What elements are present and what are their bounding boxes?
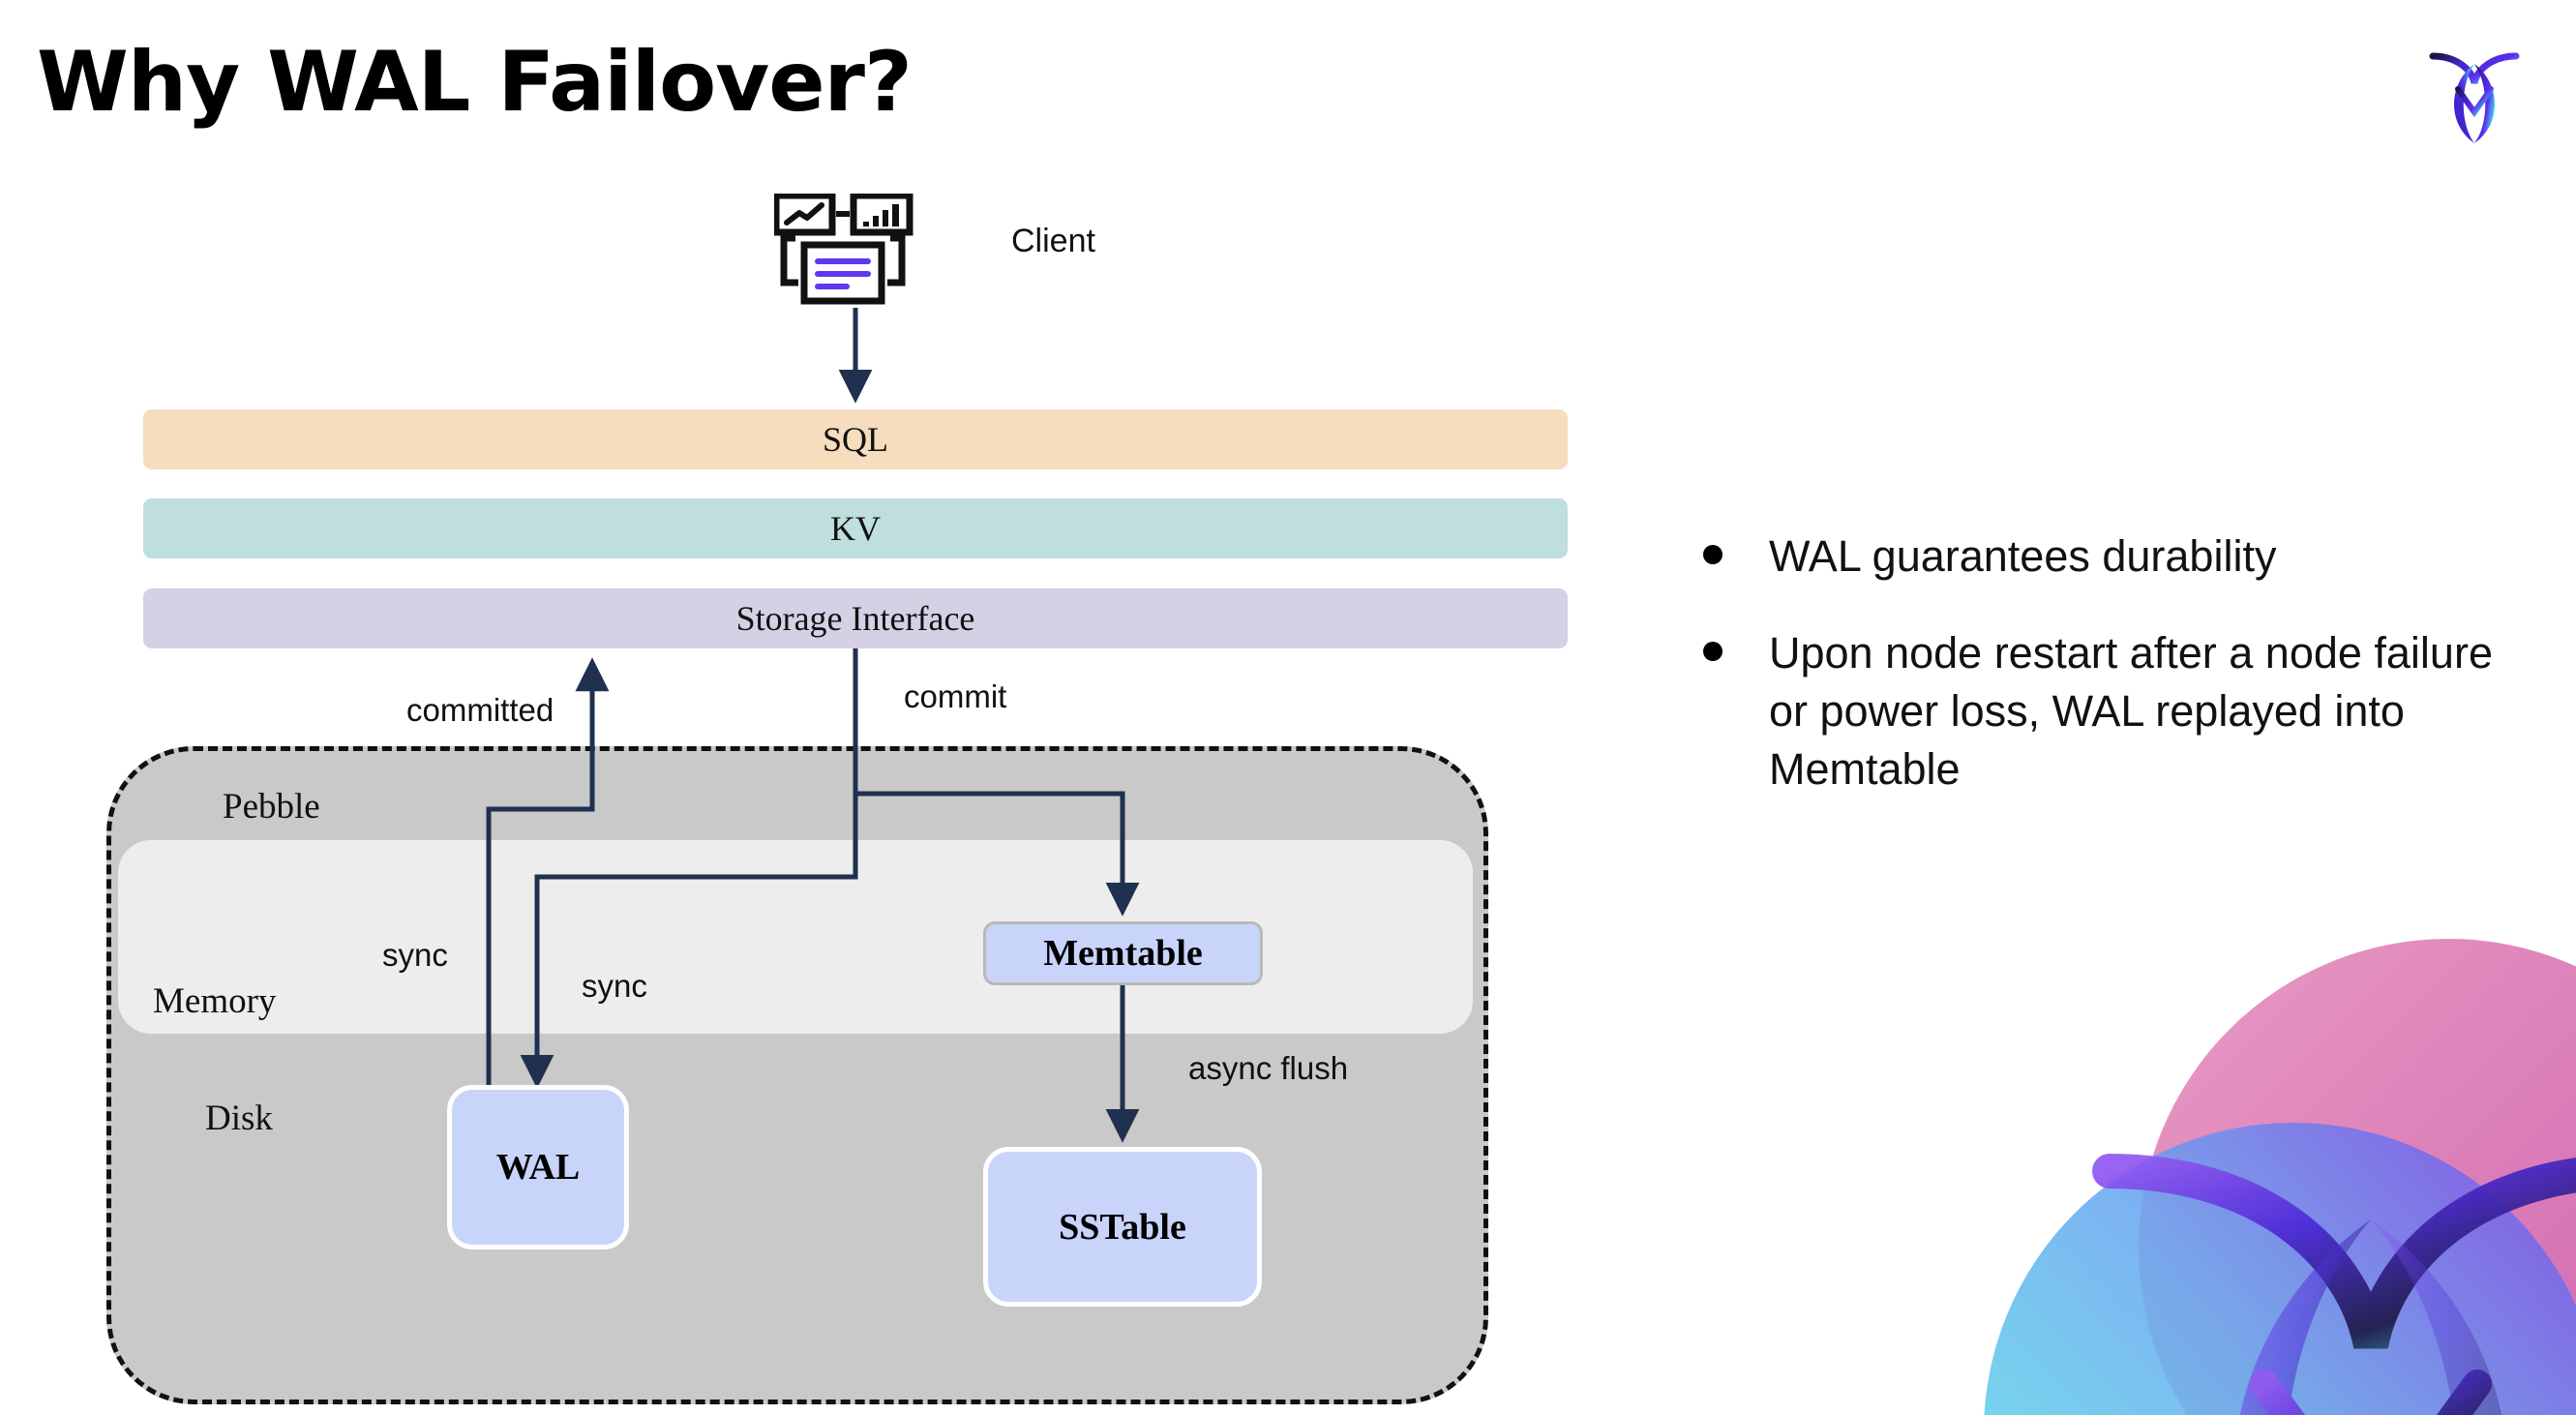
list-item: Upon node restart after a node failure o…: [1703, 624, 2506, 798]
disk-label: Disk: [205, 1099, 273, 1138]
memory-region: [118, 840, 1473, 1034]
memtable-label: Memtable: [1043, 933, 1203, 974]
corner-logo-artwork: [1964, 929, 2576, 1415]
page-title: Why WAL Failover?: [37, 34, 913, 131]
wal-box: WAL: [447, 1085, 629, 1249]
bullet-list: WAL guarantees durability Upon node rest…: [1703, 527, 2506, 836]
layer-label-storage: Storage Interface: [735, 599, 975, 638]
layer-label-sql: SQL: [822, 420, 888, 459]
wal-label: WAL: [495, 1147, 581, 1188]
layer-label-kv: KV: [830, 509, 881, 548]
layer-bar-sql: SQL: [143, 409, 1568, 469]
bullet-text: Upon node restart after a node failure o…: [1769, 627, 2493, 794]
bullet-dot-icon: [1703, 641, 1722, 661]
edge-label-sync-left: sync: [382, 937, 448, 973]
sstable-label: SSTable: [1059, 1206, 1186, 1248]
list-item: WAL guarantees durability: [1703, 527, 2506, 586]
memtable-box: Memtable: [983, 921, 1263, 985]
memory-label: Memory: [153, 981, 277, 1021]
edge-label-committed: committed: [406, 692, 554, 728]
edge-label-commit: commit: [904, 678, 1007, 714]
layer-bar-kv: KV: [143, 498, 1568, 558]
layer-bar-storage: Storage Interface: [143, 588, 1568, 648]
client-label: Client: [1011, 223, 1095, 259]
bullet-text: WAL guarantees durability: [1769, 531, 2277, 581]
bullet-dot-icon: [1703, 545, 1722, 564]
edge-label-sync-right: sync: [582, 968, 647, 1004]
edge-label-async-flush: async flush: [1188, 1050, 1349, 1086]
client-dashboard-icon: [772, 192, 929, 310]
pebble-label: Pebble: [223, 787, 320, 827]
cockroach-labs-logo-icon: [2411, 35, 2537, 161]
sstable-box: SSTable: [983, 1147, 1262, 1307]
